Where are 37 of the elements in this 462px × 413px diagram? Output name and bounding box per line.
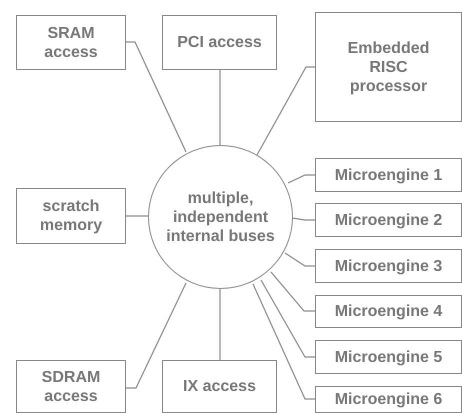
node-label: PCI access [177, 33, 262, 52]
process-box [315, 295, 462, 328]
node-label: scratch memory [38, 197, 104, 235]
process-box [16, 15, 126, 70]
process-box [162, 360, 277, 413]
process-box [315, 386, 462, 413]
connector-line [126, 215, 148, 217]
node-label: IX access [183, 377, 256, 396]
connector-line [288, 174, 315, 184]
connector-line [219, 289, 221, 360]
process-box [16, 360, 126, 413]
node-label: Microengine 4 [334, 302, 442, 321]
process-box [162, 15, 277, 70]
node-label: Microengine 1 [334, 166, 442, 184]
process-box [315, 158, 462, 192]
connector-line [292, 217, 315, 221]
process-box [315, 203, 462, 237]
connector-line [219, 70, 221, 145]
node-label: Microengine 3 [334, 256, 442, 276]
node-label: Microengine 5 [334, 348, 442, 366]
node-label: multiple, independent internal buses [165, 188, 276, 246]
process-box [16, 188, 126, 244]
node-label: SDRAM access [40, 368, 102, 406]
process-box [315, 12, 462, 122]
connector-line [252, 284, 315, 400]
node-label: Embedded RISC processor [346, 38, 430, 96]
process-box [315, 249, 462, 283]
connector-line [126, 41, 187, 152]
node-label: SRAM access [43, 24, 99, 62]
process-box [315, 340, 462, 374]
connector-line [284, 252, 315, 267]
connector-line [260, 280, 315, 358]
node-label: Microengine 6 [334, 390, 442, 409]
connector-line [256, 66, 315, 156]
node-label: Microengine 2 [334, 210, 442, 230]
connector-line [126, 282, 187, 389]
connector-line [270, 272, 315, 312]
